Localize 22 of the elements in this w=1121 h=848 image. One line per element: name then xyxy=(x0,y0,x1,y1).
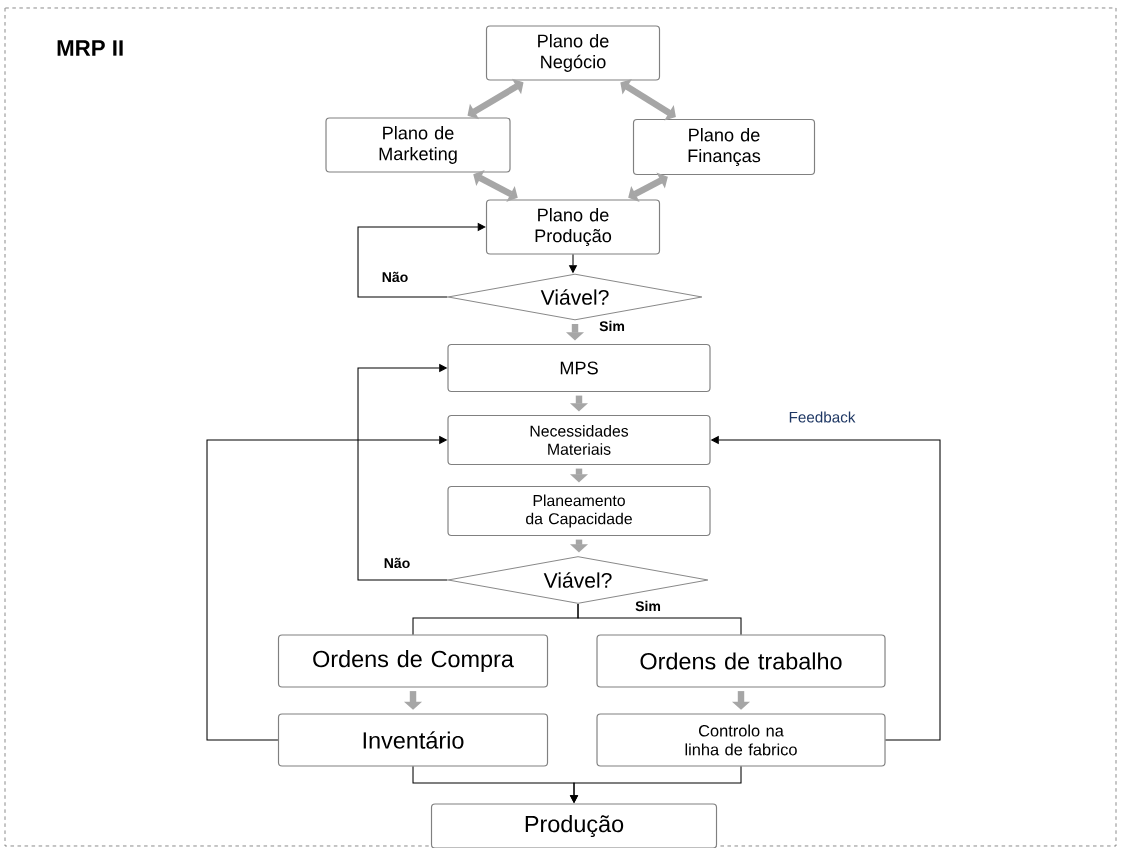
edge-label: Feedback xyxy=(787,410,857,424)
process-box: Plano de Finanças xyxy=(632,118,816,176)
arrow xyxy=(467,78,524,120)
edge-label: Não xyxy=(380,270,410,284)
process-box: Plano de Marketing xyxy=(325,117,511,173)
process-box: Produção xyxy=(430,803,718,848)
edge-label: Não xyxy=(382,556,412,570)
process-box: Plano de Negócio xyxy=(485,25,661,81)
process-box: Controlo na linha de fabrico xyxy=(596,713,886,767)
edge-label: Sim xyxy=(597,319,627,333)
title: MRP II xyxy=(57,40,123,56)
process-box: Plano de Produção xyxy=(485,199,661,255)
process-box: MPS xyxy=(447,343,711,393)
arrow xyxy=(357,363,449,581)
process-box: Ordens de trabalho xyxy=(596,634,886,688)
process-box: Planeamento da Capacidade xyxy=(447,485,711,537)
process-box: Necessidades Materiais xyxy=(447,414,711,466)
process-box: Inventário xyxy=(277,713,549,767)
arrow xyxy=(628,172,668,202)
process-box: Ordens de Compra xyxy=(277,634,549,688)
arrow xyxy=(473,170,518,202)
arrow xyxy=(357,222,486,298)
